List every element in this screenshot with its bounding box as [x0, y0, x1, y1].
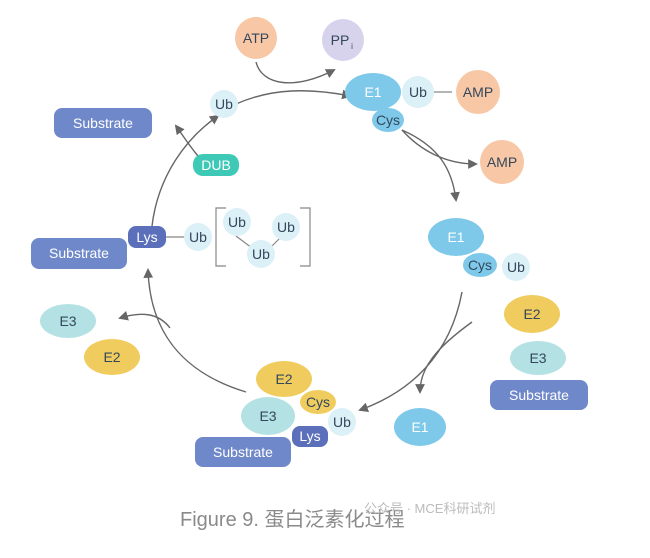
polyub-link-1 — [235, 235, 253, 249]
svg-text:Substrate: Substrate — [509, 387, 569, 403]
e1-released-node: E1 — [394, 408, 446, 446]
svg-text:AMP: AMP — [463, 84, 493, 100]
cys-bottom-node: Cys — [300, 390, 336, 414]
amp-top-node: AMP — [456, 70, 500, 114]
e1-release-arrow — [415, 321, 473, 394]
svg-text:Substrate: Substrate — [213, 444, 273, 460]
svg-text:Lys: Lys — [136, 229, 157, 245]
svg-text:E2: E2 — [523, 306, 540, 322]
atp-to-pp-arrow — [255, 61, 336, 84]
svg-text:E3: E3 — [259, 408, 276, 424]
e2-bottom-node: E2 — [256, 361, 312, 397]
svg-text:Ub: Ub — [507, 259, 525, 275]
polyub-node-2: Ub — [247, 240, 275, 268]
polyub-bracket-left — [215, 207, 226, 267]
svg-text:E3: E3 — [59, 313, 76, 329]
lys-bottom-node: Lys — [292, 426, 328, 447]
ub-to-e1-arrow — [235, 89, 352, 105]
svg-text:PP: PP — [331, 32, 350, 48]
svg-text:Ub: Ub — [277, 219, 295, 235]
svg-text:Ub: Ub — [228, 214, 246, 230]
amp-released-node: AMP — [480, 140, 524, 184]
lys-to-ub-arrow — [151, 114, 220, 227]
polyub-bracket-right — [300, 207, 311, 267]
e1-top-node: E1 — [345, 73, 401, 111]
svg-text:E2: E2 — [275, 371, 292, 387]
free-ub-node: Ub — [210, 90, 238, 118]
svg-text:Lys: Lys — [299, 428, 320, 444]
dub-node: DUB — [193, 154, 239, 176]
svg-text:Ub: Ub — [189, 229, 207, 245]
svg-text:Ub: Ub — [409, 84, 427, 100]
e1-right-cys-node: Cys — [463, 253, 497, 277]
substrate-left-node: Substrate — [31, 238, 127, 269]
svg-text:DUB: DUB — [201, 157, 231, 173]
svg-text:E1: E1 — [411, 419, 428, 435]
svg-text:E1: E1 — [447, 229, 464, 245]
polyub-node-1: Ub — [223, 208, 251, 236]
e1-to-e3-arrow — [358, 291, 463, 412]
svg-text:ATP: ATP — [243, 30, 269, 46]
ub-left-node: Ub — [184, 223, 212, 251]
svg-text:E2: E2 — [103, 349, 120, 365]
svg-text:Cys: Cys — [468, 257, 492, 273]
figure-caption: Figure 9. 蛋白泛素化过程 — [180, 509, 405, 531]
svg-text:AMP: AMP — [487, 154, 517, 170]
polyub-node-3: Ub — [272, 213, 300, 241]
substrate-right-node: Substrate — [490, 380, 588, 410]
lys-left-node: Lys — [128, 226, 166, 248]
e3-right-node: E3 — [510, 341, 566, 375]
e3-e2-release-arrow — [118, 311, 171, 329]
substrate-bottom-node: Substrate — [195, 437, 291, 467]
e3-to-lys-arrow — [143, 268, 247, 393]
e1-cys-node: Cys — [372, 108, 404, 132]
atp-node: ATP — [235, 17, 277, 59]
svg-text:Ub: Ub — [215, 96, 233, 112]
svg-text:Substrate: Substrate — [73, 115, 133, 131]
watermark: 公众号 · MCE科研试剂 — [364, 501, 496, 516]
e3-bottom-node: E3 — [241, 397, 295, 435]
ppi-node: PP i — [322, 19, 364, 61]
svg-text:i: i — [351, 42, 353, 51]
dub-to-substrate-arrow — [174, 124, 199, 157]
svg-text:Cys: Cys — [306, 394, 330, 410]
e1-ub-node: Ub — [402, 76, 434, 108]
svg-text:Cys: Cys — [376, 112, 400, 128]
amp-release-arrow — [401, 129, 478, 169]
e1-right-node: E1 — [428, 218, 484, 256]
e1-activation-arrow — [401, 129, 460, 202]
e2-right-node: E2 — [504, 295, 560, 333]
ub-bottom-node: Ub — [328, 408, 356, 436]
svg-text:Ub: Ub — [333, 414, 351, 430]
svg-text:Substrate: Substrate — [49, 245, 109, 261]
substrate-top-node: Substrate — [54, 108, 152, 138]
svg-text:E3: E3 — [529, 350, 546, 366]
e3-left-node: E3 — [40, 304, 96, 338]
svg-text:E1: E1 — [364, 84, 381, 100]
e1-right-ub-node: Ub — [502, 253, 530, 281]
e2-left-node: E2 — [84, 339, 140, 375]
svg-text:Ub: Ub — [252, 246, 270, 262]
